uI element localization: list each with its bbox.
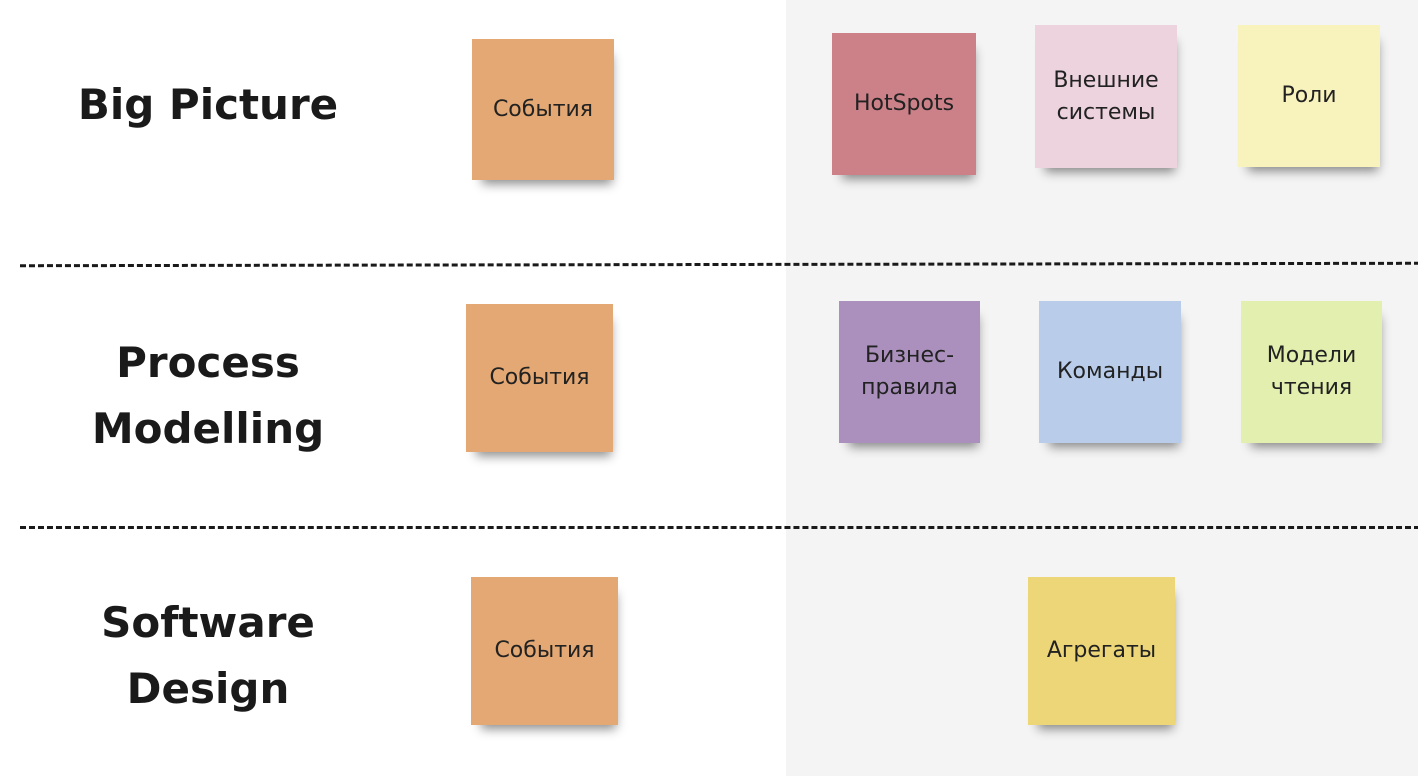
sticky-aggregates[interactable]: Агрегаты	[1028, 577, 1175, 725]
sticky-external-systems[interactable]: Внешние системы	[1035, 25, 1177, 168]
sticky-hotspots[interactable]: HotSpots	[832, 33, 976, 175]
sticky-events[interactable]: События	[472, 39, 614, 180]
row-divider	[20, 526, 1418, 529]
row-label-software-design: Software Design	[101, 598, 315, 713]
sticky-business-rules[interactable]: Бизнес-правила	[839, 301, 980, 443]
sticky-events[interactable]: События	[471, 577, 618, 725]
row-label-process-modelling: Process Modelling	[91, 338, 325, 453]
sticky-read-models[interactable]: Модели чтения	[1241, 301, 1382, 443]
sticky-events[interactable]: События	[466, 304, 613, 452]
row-label-big-picture: Big Picture	[77, 80, 339, 129]
sticky-commands[interactable]: Команды	[1039, 301, 1181, 443]
sticky-roles[interactable]: Роли	[1238, 25, 1380, 167]
